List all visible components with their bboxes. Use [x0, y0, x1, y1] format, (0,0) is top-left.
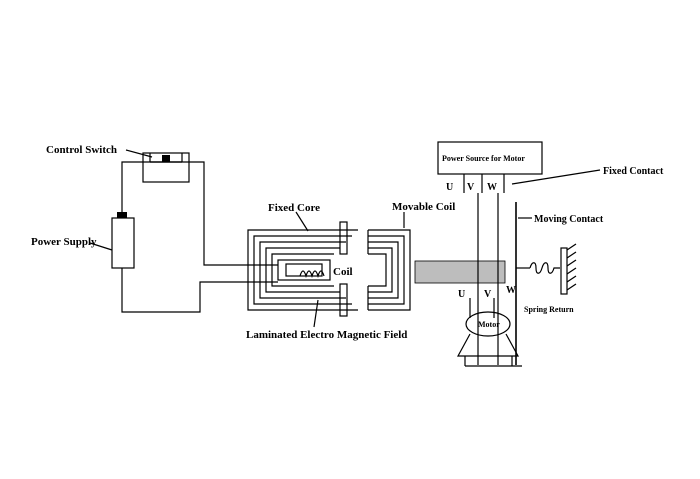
- electromagnet: [247, 221, 411, 317]
- label-movable-coil: Movable Coil: [392, 201, 455, 213]
- plunger-bar: [414, 260, 506, 284]
- spring-return: [516, 243, 577, 295]
- label-phase-v-top: V: [467, 182, 475, 193]
- label-phase-u-top: U: [446, 182, 453, 193]
- battery-cap: [117, 212, 127, 218]
- spring-wall: [560, 247, 568, 295]
- pole-rod-top: [339, 221, 348, 255]
- armature-lamination-4: [368, 247, 393, 293]
- control-wire-right: [182, 161, 278, 266]
- label-phase-v-bottom: V: [484, 289, 492, 300]
- armature-lamination-5: [368, 253, 387, 287]
- label-moving-contact: Moving Contact: [534, 214, 604, 225]
- fixed-core-center-limb: [277, 259, 331, 281]
- control-wire-left: [121, 161, 150, 214]
- motor-body: [465, 311, 511, 337]
- motor-base: [456, 333, 520, 357]
- label-motor: Motor: [478, 320, 500, 329]
- label-spring-return: Spring Return: [524, 305, 574, 314]
- label-phase-u-bottom: U: [458, 289, 465, 300]
- label-power-supply: Power Supply: [31, 236, 97, 248]
- label-phase-w-top: W: [487, 182, 497, 193]
- label-fixed-core: Fixed Core: [268, 202, 320, 214]
- control-switch-box: [142, 152, 190, 183]
- armature-lamination-3: [368, 241, 399, 299]
- armature-lamination-2: [368, 235, 405, 305]
- label-control-switch: Control Switch: [46, 144, 117, 156]
- fixed-core-lamination-4: [265, 247, 340, 293]
- label-laminated-field: Laminated Electro Magnetic Field: [246, 329, 407, 341]
- label-fixed-contact: Fixed Contact: [603, 166, 664, 177]
- control-circuit: [111, 152, 278, 313]
- control-switch-button: [162, 155, 170, 162]
- spring-coil: [529, 262, 560, 274]
- label-coil: Coil: [333, 266, 353, 278]
- label-phase-w-bottom: W: [506, 285, 516, 296]
- fixed-core-lamination-5: [271, 253, 334, 287]
- power-source-box: [437, 141, 543, 175]
- label-power-source-motor: Power Source for Motor: [442, 154, 525, 163]
- power-supply-battery: [111, 217, 135, 269]
- fixed-core-lamination-1: [247, 229, 358, 311]
- fixed-core-lamination-3: [259, 241, 346, 299]
- fixed-core-lamination-2: [253, 235, 352, 305]
- coil-winding: [299, 270, 325, 279]
- power-circuit: [437, 141, 601, 367]
- pole-rod-bottom: [339, 283, 348, 317]
- armature-lamination-1: [368, 229, 411, 311]
- control-wire-bottom: [121, 268, 278, 313]
